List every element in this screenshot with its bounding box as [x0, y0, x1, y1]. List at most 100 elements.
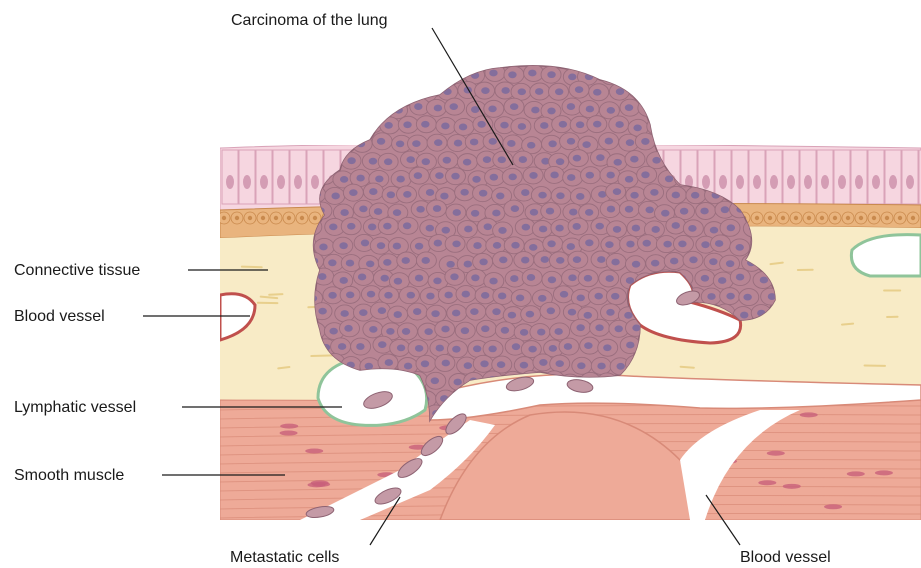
tumor-nucleus [575, 86, 583, 93]
tumor-nucleus [603, 344, 611, 351]
tumor-nucleus [577, 294, 585, 301]
tumor-cell [392, 68, 412, 85]
tumor-nucleus [386, 328, 394, 335]
tumor-nucleus [538, 295, 546, 302]
tumor-nucleus [614, 159, 622, 166]
cell-nucleus [736, 175, 744, 189]
tumor-nucleus [434, 105, 442, 112]
tumor-nucleus [464, 226, 472, 233]
tumor-nucleus [367, 291, 375, 298]
tumor-cell [295, 99, 315, 116]
tumor-nucleus [426, 189, 434, 196]
tumor-nucleus [556, 192, 564, 199]
tumor-nucleus [682, 70, 690, 77]
tumor-nucleus [300, 138, 308, 145]
tumor-nucleus [471, 274, 479, 281]
tumor-nucleus [479, 190, 487, 197]
muscle-nucleus [783, 484, 801, 489]
tumor-nucleus [554, 328, 562, 335]
tumor-nucleus [377, 104, 385, 111]
tumor-nucleus [528, 70, 536, 77]
tumor-nucleus [665, 175, 673, 182]
tumor-nucleus [520, 329, 528, 336]
tumor-nucleus [512, 343, 520, 350]
tumor-cell [655, 100, 675, 117]
cell-nucleus [274, 216, 278, 220]
tumor-cell [342, 115, 362, 132]
cell-nucleus [820, 216, 824, 220]
tumor-nucleus [481, 87, 489, 94]
tumor-nucleus [501, 87, 509, 94]
tumor-nucleus [381, 275, 389, 282]
tumor-nucleus [396, 176, 404, 183]
tumor-nucleus [643, 240, 651, 247]
tumor-nucleus [520, 362, 528, 369]
tumor-nucleus [756, 74, 764, 81]
tumor-nucleus [527, 274, 535, 281]
tumor-nucleus [585, 73, 593, 80]
tumor-nucleus [652, 91, 660, 98]
tumor-nucleus [518, 88, 526, 95]
tumor-cell [341, 82, 361, 99]
tumor-nucleus [760, 277, 768, 284]
tumor-nucleus [510, 103, 518, 110]
tumor-nucleus [338, 343, 346, 350]
tumor-nucleus [436, 345, 444, 352]
tumor-nucleus [441, 326, 449, 333]
tumor-nucleus [521, 257, 529, 264]
tumor-nucleus [470, 139, 478, 146]
tumor-nucleus [670, 258, 678, 265]
tumor-nucleus [737, 72, 745, 79]
tumor-nucleus [766, 123, 774, 130]
fiber [681, 367, 694, 368]
tumor-nucleus [740, 312, 748, 319]
tumor-nucleus [473, 345, 481, 352]
tumor-nucleus [573, 155, 581, 162]
tumor-nucleus [718, 277, 726, 284]
tumor-nucleus [318, 273, 326, 280]
tumor-nucleus [568, 274, 576, 281]
tumor-nucleus [632, 225, 640, 232]
tumor-nucleus [539, 226, 547, 233]
label-blood-vessel-left: Blood vessel [14, 308, 105, 325]
tumor-nucleus [347, 157, 355, 164]
tumor-nucleus [464, 261, 472, 268]
tumor-nucleus [519, 156, 527, 163]
tumor-nucleus [492, 210, 500, 217]
tumor-nucleus [435, 172, 443, 179]
tumor-nucleus [547, 240, 555, 247]
tumor-cell [731, 100, 751, 117]
tumor-nucleus [498, 227, 506, 234]
tumor-nucleus [434, 139, 442, 146]
tumor-nucleus [412, 140, 420, 147]
tumor-cell [664, 83, 684, 100]
tumor-nucleus [340, 176, 348, 183]
tumor-nucleus [301, 74, 309, 81]
tumor-nucleus [484, 223, 492, 230]
tumor-cell [702, 85, 722, 102]
tumor-nucleus [422, 90, 430, 97]
tumor-nucleus [743, 294, 751, 301]
tumor-nucleus [710, 120, 718, 127]
tumor-cell [686, 119, 706, 136]
tumor-nucleus [567, 103, 575, 110]
tumor-nucleus [508, 312, 516, 319]
label-blood-vessel-bottom: Blood vessel [740, 549, 831, 566]
tumor-nucleus [499, 256, 507, 263]
tumor-nucleus [356, 70, 364, 77]
tumor-cell [647, 118, 667, 135]
tumor-nucleus [727, 224, 735, 231]
tumor-nucleus [584, 312, 592, 319]
tumor-nucleus [625, 176, 633, 183]
tumor-nucleus [393, 243, 401, 250]
tumor-nucleus [530, 209, 538, 216]
tumor-nucleus [605, 138, 613, 145]
tumor-nucleus [329, 328, 337, 335]
tumor-nucleus [473, 242, 481, 249]
fiber [842, 324, 853, 325]
label-smooth-muscle: Smooth muscle [14, 467, 124, 484]
tumor-nucleus [340, 209, 348, 216]
tumor-nucleus [606, 275, 614, 282]
tumor-nucleus [567, 138, 575, 145]
tumor-cell [351, 65, 371, 82]
